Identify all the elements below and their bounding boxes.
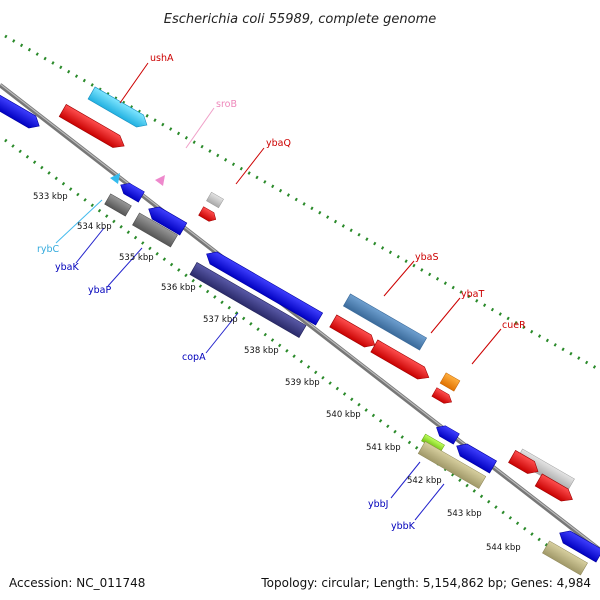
ybaT-orange-feature[interactable] — [439, 372, 461, 392]
gene-label-ybaK[interactable]: ybaK — [55, 262, 79, 273]
gene-label-cueR[interactable]: cueR — [502, 320, 526, 331]
accession-text: Accession: NC_011748 — [9, 576, 145, 590]
gene-label-ybaT[interactable]: ybaT — [461, 289, 484, 300]
kbp-label: 544 kbp — [486, 543, 521, 553]
kbp-label: 539 kbp — [285, 378, 320, 388]
genome-backbone — [0, 83, 600, 552]
ushA-cds[interactable] — [58, 104, 127, 152]
rybC-marker[interactable] — [110, 173, 120, 184]
map-title: Escherichia coli 55989, complete genome — [164, 12, 436, 27]
cueR-cds[interactable] — [431, 387, 454, 407]
ybbJ-cds[interactable] — [433, 422, 460, 445]
kbp-label: 533 kbp — [33, 192, 68, 202]
ybaK-cds[interactable] — [104, 193, 132, 217]
upper-tick-row — [4, 34, 600, 372]
ybaP-upper-cds[interactable] — [145, 203, 188, 236]
topology-text: Topology: circular; Length: 5,154,862 bp… — [260, 576, 591, 590]
copA-navy-feature[interactable] — [189, 262, 307, 338]
kbp-label: 541 kbp — [366, 443, 401, 453]
ybbK-upper-cds[interactable] — [453, 440, 497, 474]
gene-label-ybbK[interactable]: ybbK — [391, 521, 416, 532]
lower-tick-row — [4, 138, 561, 557]
genome-backbone-highlight — [0, 83, 600, 550]
left-edge-cds[interactable] — [0, 91, 43, 132]
kbp-label: 535 kbp — [119, 253, 154, 263]
gene-label-ybbJ[interactable]: ybbJ — [368, 499, 388, 510]
right-red-cds-1[interactable] — [508, 450, 542, 477]
ybaT-cds[interactable] — [370, 339, 433, 384]
gene-label-ybaP[interactable]: ybaP — [88, 285, 111, 296]
kbp-scale: 533 kbp 534 kbp 535 kbp 536 kbp 537 kbp … — [33, 192, 521, 553]
leader-lines — [55, 62, 502, 521]
ybbK-khaki-feature[interactable] — [417, 441, 487, 489]
kbp-label: 537 kbp — [203, 315, 238, 325]
right-khaki-feature[interactable] — [542, 540, 588, 576]
gene-label-ybaQ[interactable]: ybaQ — [266, 138, 291, 149]
gene-label-rybC[interactable]: rybC — [37, 244, 60, 255]
gene-label-sroB[interactable]: sroB — [216, 99, 237, 110]
kbp-label: 534 kbp — [77, 222, 112, 232]
ybaQ-cds[interactable] — [198, 206, 219, 224]
right-blue-cds[interactable] — [556, 527, 600, 563]
feature-track — [0, 86, 600, 576]
kbp-label: 538 kbp — [244, 346, 279, 356]
right-red-cds-2[interactable] — [534, 473, 576, 506]
sroB-marker[interactable] — [155, 175, 165, 186]
gene-label-ushA[interactable]: ushA — [150, 53, 174, 64]
ushA-feature[interactable] — [87, 86, 150, 131]
kbp-label: 536 kbp — [161, 283, 196, 293]
gene-label-ybaS[interactable]: ybaS — [415, 252, 439, 263]
kbp-label: 542 kbp — [407, 476, 442, 486]
kbp-label: 543 kbp — [447, 509, 482, 519]
ybaK-upper-cds[interactable] — [118, 180, 145, 203]
ybaP-cds[interactable] — [132, 212, 178, 248]
ybaS-slate-feature[interactable] — [342, 293, 428, 351]
gene-label-copA[interactable]: copA — [182, 352, 206, 363]
kbp-label: 540 kbp — [326, 410, 361, 420]
ybaQ-gray-feature[interactable] — [206, 191, 224, 209]
copA-cds[interactable] — [203, 248, 324, 326]
ybaS-cds[interactable] — [329, 314, 379, 351]
gene-labels: ushA sroB ybaQ rybC ybaK ybaP copA ybaS … — [37, 53, 526, 532]
